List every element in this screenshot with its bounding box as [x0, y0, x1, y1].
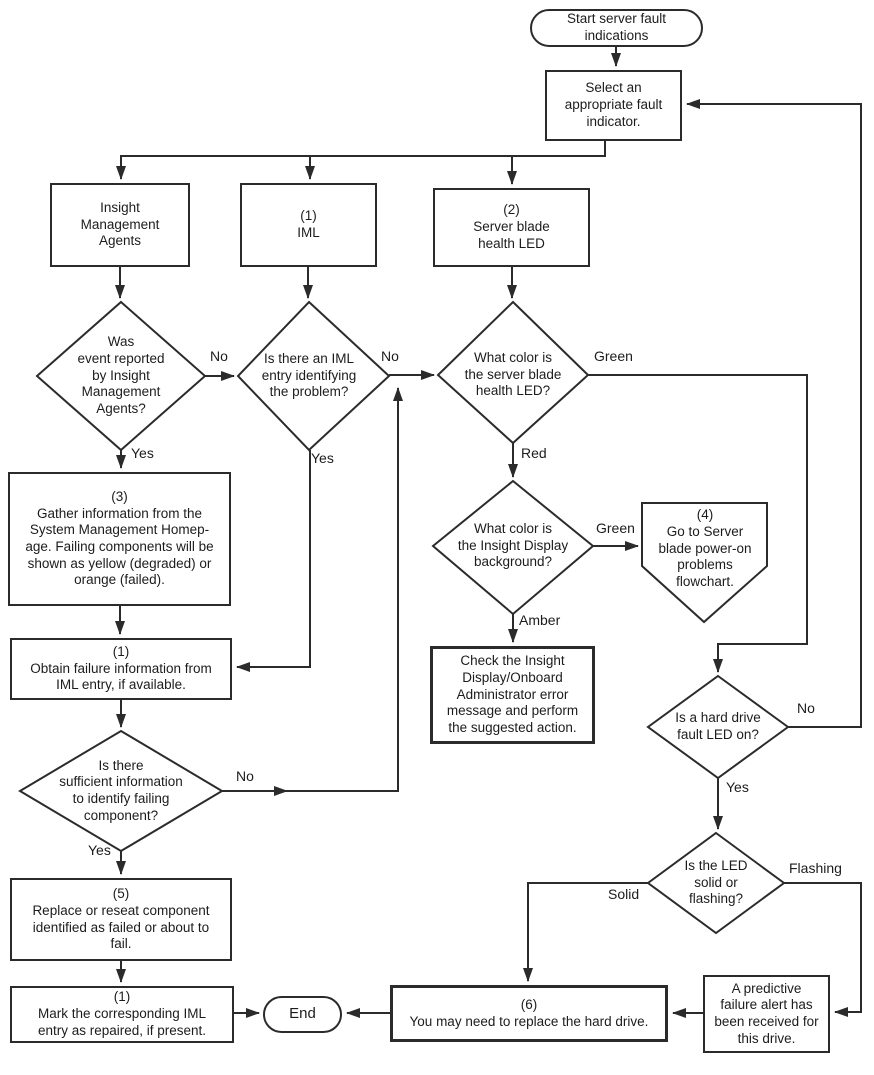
- led-solid-flashing-decision-shape: [646, 831, 786, 935]
- replace-reseat-box: (5) Replace or reseat component identifi…: [10, 878, 232, 961]
- select-fault-indicator-box: Select an appropriate fault indicator.: [545, 70, 682, 141]
- predictive-failure-box: A predictive failure alert has been rece…: [703, 975, 830, 1053]
- mark-iml-repaired-box: (1) Mark the corresponding IML entry as …: [10, 986, 234, 1043]
- edge-label-d1-yes: Yes: [131, 445, 154, 461]
- edge-label-d5-green: Green: [596, 520, 635, 536]
- edge-label-d7-solid: Solid: [608, 886, 640, 902]
- goto-power-on-flowchart-connector-shape: [641, 502, 768, 624]
- edge-label-d3-red: Red: [521, 445, 547, 461]
- edge-label-d7-flashing: Flashing: [789, 860, 842, 876]
- insight-display-color-decision-shape: [431, 479, 595, 616]
- sufficient-info-decision-shape: [18, 729, 224, 853]
- end-terminator: End: [263, 996, 342, 1033]
- edge-label-d5-amber: Amber: [519, 612, 561, 628]
- edge-label-d3-green: Green: [594, 348, 633, 364]
- start-terminator: Start server fault indications: [530, 9, 703, 47]
- insight-management-agents-box: Insight Management Agents: [50, 183, 190, 267]
- edge-label-d6-yes: Yes: [726, 779, 749, 795]
- edge-label-d6-no: No: [797, 700, 815, 716]
- iml-entry-decision-shape: [236, 300, 391, 452]
- edge-label-d4-no: No: [236, 768, 254, 784]
- iml-box: (1) IML: [240, 183, 377, 267]
- check-insight-display-box: Check the Insight Display/Onboard Admini…: [430, 646, 595, 744]
- was-event-reported-decision-shape: [35, 300, 207, 452]
- edge-label-d4-yes: Yes: [88, 842, 111, 858]
- hard-drive-fault-led-decision-shape: [646, 674, 790, 780]
- server-blade-health-led-box: (2) Server blade health LED: [433, 188, 590, 267]
- gather-info-box: (3) Gather information from the System M…: [8, 472, 231, 606]
- obtain-failure-info-box: (1) Obtain failure information from IML …: [10, 638, 232, 700]
- edge-label-d1-no: No: [210, 348, 228, 364]
- edge-label-d2-yes: Yes: [311, 450, 334, 466]
- blade-led-color-decision-shape: [436, 300, 590, 445]
- edge-label-d2-no: No: [381, 348, 399, 364]
- replace-hard-drive-box: (6) You may need to replace the hard dri…: [390, 985, 668, 1042]
